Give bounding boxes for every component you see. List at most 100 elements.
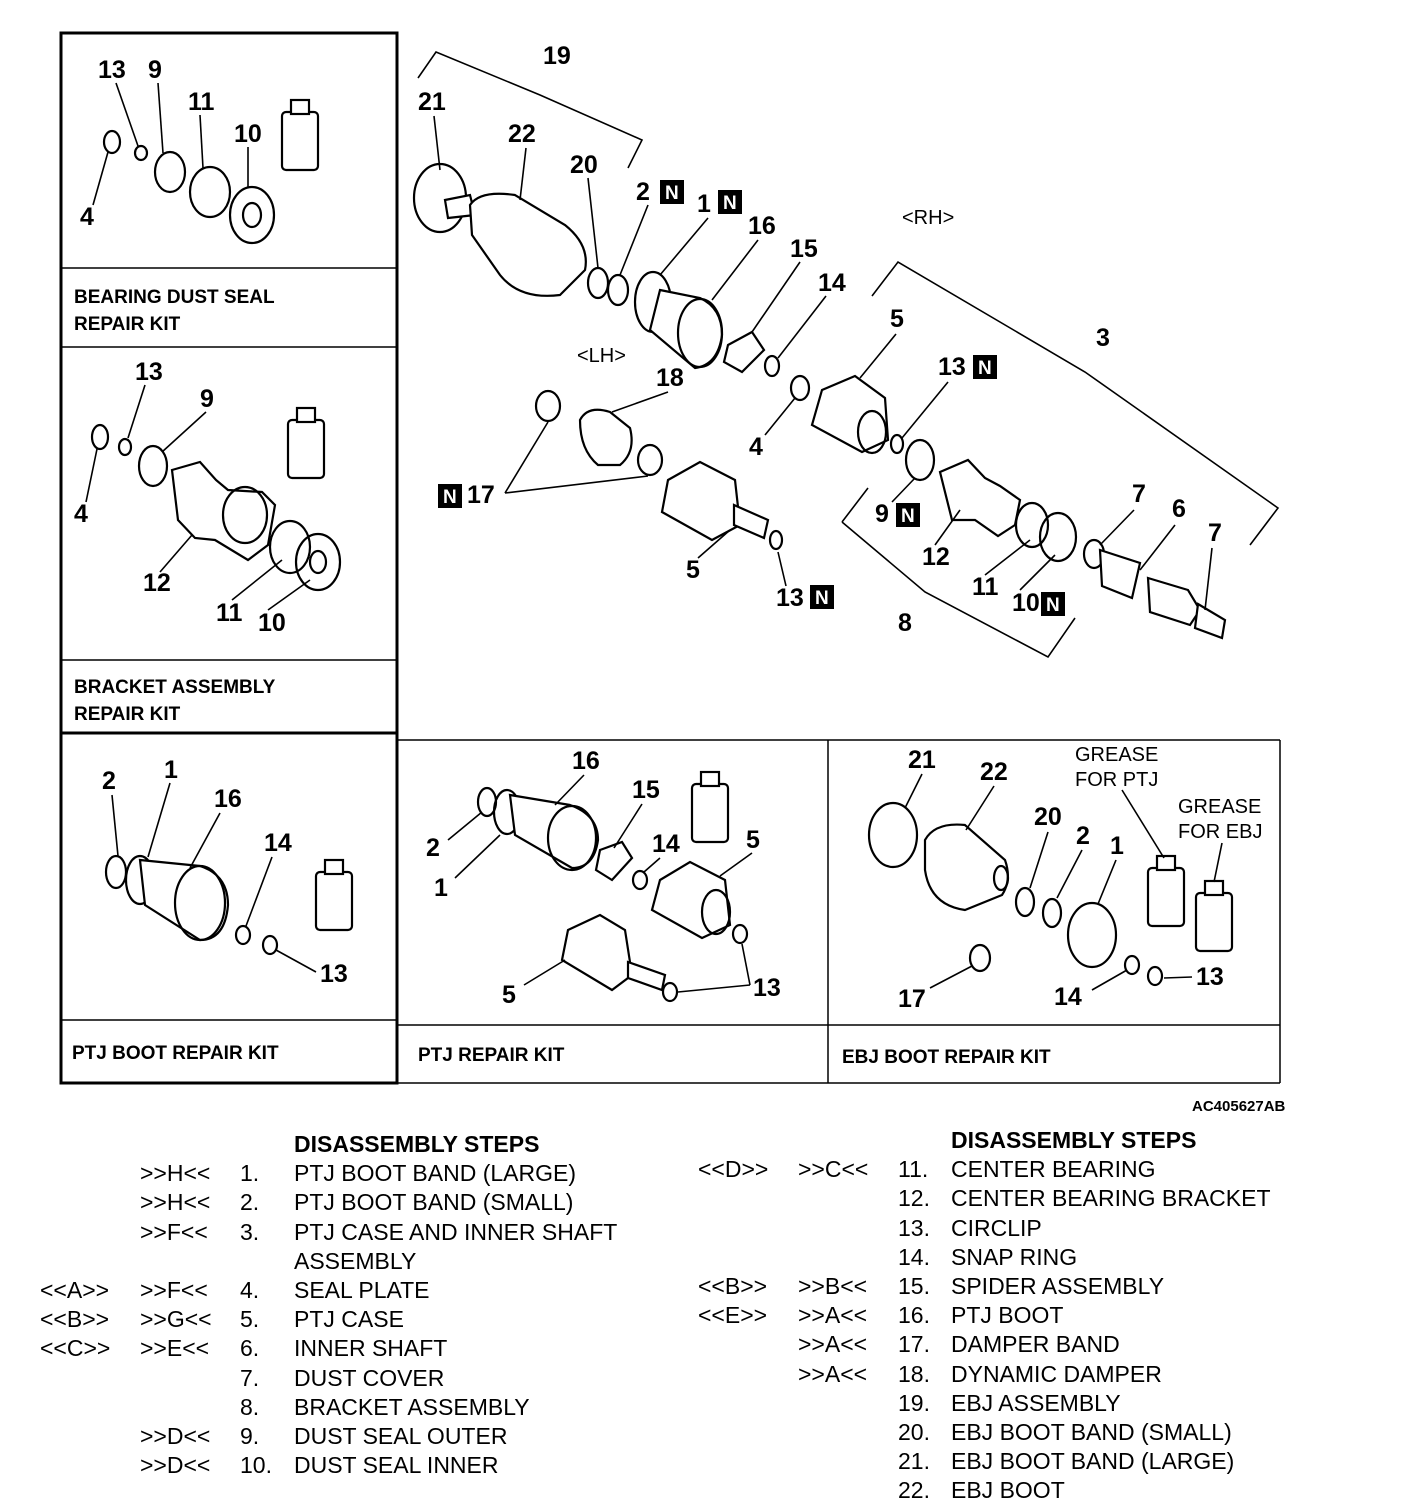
step-number: 5.	[240, 1306, 260, 1333]
new-part-marker: N	[660, 180, 684, 204]
installation-code: >>E<<	[140, 1335, 210, 1362]
installation-code: >>H<<	[140, 1160, 211, 1187]
step-row: 7. DUST COVER	[40, 1364, 660, 1393]
boot-band-small-part	[1014, 886, 1036, 918]
dynamic-damper-part	[578, 408, 633, 467]
bearing-dust-seal-kit: 13 9 11 10 4 BEARING DUST SEAL REPAIR KI…	[74, 56, 320, 335]
center-bearing-part	[188, 165, 232, 219]
new-part-marker: N	[718, 190, 742, 214]
step-row: 13.CIRCLIP	[698, 1214, 1338, 1243]
step-number: 7.	[240, 1364, 260, 1391]
grease-tube-icon	[286, 418, 326, 480]
step-row: 19.EBJ ASSEMBLY	[698, 1389, 1338, 1418]
step-name: CIRCLIP	[951, 1214, 1042, 1241]
installation-code: >>A<<	[798, 1360, 868, 1387]
disassembly-steps-right: DISASSEMBLY STEPS <<D>>>>C<<11.CENTER BE…	[698, 1126, 1338, 1505]
callout-22: 22	[980, 758, 1008, 786]
callout-22: 22	[508, 120, 536, 148]
step-name: PTJ CASE AND INNER SHAFT	[294, 1218, 618, 1245]
step-number: 22.	[898, 1477, 930, 1504]
step-row: 14.SNAP RING	[698, 1243, 1338, 1272]
step-name: SNAP RING	[951, 1243, 1078, 1270]
ptj-boot-kit: 2 1 16 14 13 PTJ BOOT REPAIR KIT	[72, 756, 354, 1064]
callout-14: 14	[264, 829, 292, 857]
svg-text:N: N	[723, 193, 737, 214]
callout-5: 5	[890, 305, 904, 333]
step-number: 20.	[898, 1418, 930, 1445]
step-row: 20.EBJ BOOT BAND (SMALL)	[698, 1418, 1338, 1447]
step-row: >>A<<17.DAMPER BAND	[698, 1330, 1338, 1359]
removal-code: <<D>>	[698, 1156, 769, 1183]
step-number: 1.	[240, 1160, 260, 1187]
boot-band-large-part	[1066, 901, 1118, 969]
step-number: 15.	[898, 1272, 930, 1299]
bracket-assembly-kit: 13 9 4 12 11 10 BRACKET ASSEMBLY REPAIR …	[74, 358, 342, 725]
ptj-boot-part	[508, 793, 600, 870]
grease-tube-icon	[314, 870, 354, 932]
callout-10: 10	[234, 120, 262, 148]
callout-5: 5	[746, 826, 760, 854]
removal-code: <<A>>	[40, 1276, 110, 1303]
callout-13: 13	[1196, 963, 1224, 991]
step-row: 21.EBJ BOOT BAND (LARGE)	[698, 1447, 1338, 1476]
circlip-part	[133, 144, 149, 162]
step-name: DUST SEAL OUTER	[294, 1422, 508, 1449]
spider-part	[722, 330, 766, 374]
step-number: 2.	[240, 1189, 260, 1216]
grease-label: GREASE	[1178, 796, 1261, 818]
callout-9: 9	[200, 385, 214, 413]
step-name: ASSEMBLY	[294, 1247, 417, 1274]
callout-2: 2	[102, 767, 116, 795]
callout-4: 4	[749, 433, 763, 461]
kit-title: EBJ BOOT REPAIR KIT	[842, 1047, 1051, 1068]
callout-15: 15	[790, 235, 818, 263]
step-row: >>F<<3.PTJ CASE AND INNER SHAFT	[40, 1218, 660, 1247]
side-label-rh: <RH>	[902, 207, 954, 229]
center-bearing-part	[1014, 501, 1050, 549]
callout-13: 13	[753, 974, 781, 1002]
callout-16: 16	[748, 212, 776, 240]
ptj-case-part	[810, 374, 890, 454]
callout-2: 2	[636, 178, 650, 206]
callout-4: 4	[74, 500, 88, 528]
installation-code: >>F<<	[140, 1218, 208, 1245]
callout-13: 13	[135, 358, 163, 386]
step-row: <<A>>>>F<<4.SEAL PLATE	[40, 1276, 660, 1305]
step-number: 11.	[898, 1156, 929, 1183]
step-name: EBJ BOOT	[951, 1477, 1065, 1504]
ebj-boot-part	[468, 192, 587, 297]
ptj-boot-part	[648, 288, 724, 370]
grease-label: FOR PTJ	[1075, 769, 1158, 791]
installation-code: >>F<<	[140, 1276, 208, 1303]
installation-code: >>D<<	[140, 1452, 211, 1479]
step-name: DUST COVER	[294, 1364, 445, 1391]
seal-plate-part	[90, 423, 110, 451]
callout-17: 17	[898, 985, 926, 1013]
step-name: SPIDER ASSEMBLY	[951, 1272, 1165, 1299]
dust-seal-outer-part	[153, 150, 187, 194]
step-row: <<C>>>>E<<6.INNER SHAFT	[40, 1334, 660, 1363]
dust-seal-outer-part	[137, 444, 169, 488]
callout-16: 16	[572, 747, 600, 775]
ptj-kit: 16 15 2 14 5 1 5 13 PTJ REPAIR KIT	[418, 747, 781, 1066]
step-number: 4.	[240, 1276, 260, 1303]
exploded-view-diagram: 13 9 11 10 4 BEARING DUST SEAL REPAIR KI…	[59, 31, 1281, 1085]
callout-9: 9	[875, 500, 889, 528]
boot-band-small-part	[104, 854, 128, 890]
callout-11: 11	[216, 599, 243, 627]
inner-shaft-part	[1098, 548, 1142, 600]
svg-text:N: N	[978, 358, 992, 379]
ptj-boot-band-small-part	[606, 273, 630, 307]
callout-18: 18	[656, 364, 684, 392]
assembly-19-bracket	[417, 51, 644, 169]
removal-code: <<C>>	[40, 1335, 111, 1362]
grease-label: FOR EBJ	[1178, 821, 1262, 843]
step-row: <<E>>>>A<<16.PTJ BOOT	[698, 1301, 1338, 1330]
kit-title: PTJ BOOT REPAIR KIT	[72, 1043, 279, 1064]
installation-code: >>A<<	[798, 1331, 868, 1358]
callout-1: 1	[1110, 832, 1124, 860]
snap-ring-part	[1123, 954, 1141, 976]
step-name: PTJ CASE	[294, 1306, 404, 1333]
callout-11: 11	[188, 88, 215, 116]
snap-ring-part	[631, 869, 649, 891]
